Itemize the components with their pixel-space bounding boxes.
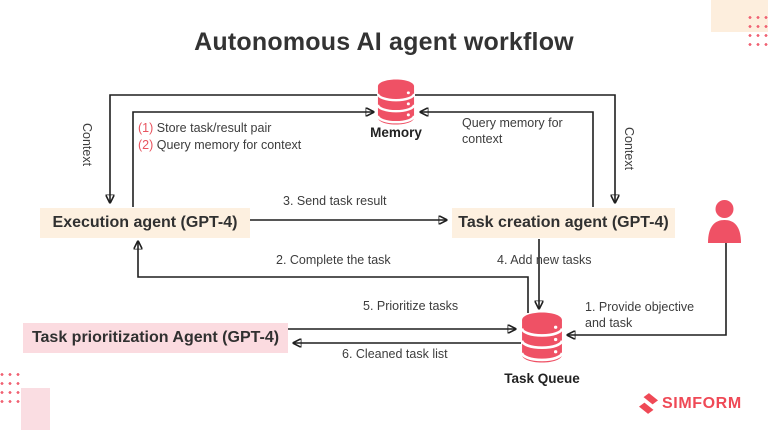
corner-rect-bottom-left bbox=[21, 388, 50, 430]
context-label-left: Context bbox=[80, 123, 94, 167]
task-prioritization-agent-node: Task prioritization Agent (GPT-4) bbox=[23, 323, 288, 353]
memory-op-1: (1) Store task/result pair bbox=[138, 120, 301, 137]
memory-op-2-text: Query memory for context bbox=[153, 137, 302, 152]
simform-logo: SIMFORM bbox=[639, 392, 742, 415]
step2-label: 2. Complete the task bbox=[276, 253, 391, 267]
context-label-right: Context bbox=[622, 127, 636, 171]
simform-logo-icon bbox=[639, 393, 658, 414]
execution-agent-label: Execution agent (GPT-4) bbox=[52, 214, 238, 231]
user-person-icon bbox=[708, 200, 741, 243]
dot-grid-top-right bbox=[746, 13, 768, 47]
task-prioritization-agent-label: Task prioritization Agent (GPT-4) bbox=[31, 329, 280, 346]
arrow-memory-context-to-execution bbox=[110, 94, 378, 203]
step6-label: 6. Cleaned task list bbox=[342, 347, 448, 361]
memory-op-1-text: Store task/result pair bbox=[153, 121, 272, 135]
simform-logo-text: SIMFORM bbox=[662, 394, 742, 412]
page-title: Autonomous AI agent workflow bbox=[194, 28, 574, 56]
arrow-memory-context-to-task-creation bbox=[415, 94, 615, 203]
execution-agent-node: Execution agent (GPT-4) bbox=[40, 208, 250, 238]
memory-database-icon bbox=[377, 79, 415, 125]
memory-op-1-number: (1) bbox=[138, 121, 154, 135]
task-queue-database-icon bbox=[521, 312, 563, 363]
memory-op-2: (2) Query memory for context bbox=[138, 137, 301, 154]
memory-op-2-number: (2) bbox=[138, 137, 154, 152]
step3-label: 3. Send task result bbox=[283, 194, 387, 208]
arrow-provide-objective bbox=[567, 241, 727, 335]
arrow-execution-to-memory bbox=[132, 112, 374, 207]
step4-label: 4. Add new tasks bbox=[497, 253, 592, 267]
dot-grid-bottom-left bbox=[0, 370, 21, 404]
memory-ops-note: (1) Store task/result pair (2) Query mem… bbox=[138, 120, 301, 153]
step1-label: 1. Provide objective and task bbox=[585, 300, 695, 330]
query-memory-label: Query memory for context bbox=[462, 116, 563, 146]
step5-label: 5. Prioritize tasks bbox=[363, 299, 459, 313]
arrow-complete-the-task bbox=[138, 241, 529, 313]
memory-label: Memory bbox=[370, 125, 422, 140]
arrow-task-creation-to-memory bbox=[420, 112, 594, 207]
task-creation-agent-node: Task creation agent (GPT-4) bbox=[452, 208, 675, 238]
task-queue-label: Task Queue bbox=[504, 371, 580, 386]
task-creation-agent-label: Task creation agent (GPT-4) bbox=[458, 214, 669, 231]
